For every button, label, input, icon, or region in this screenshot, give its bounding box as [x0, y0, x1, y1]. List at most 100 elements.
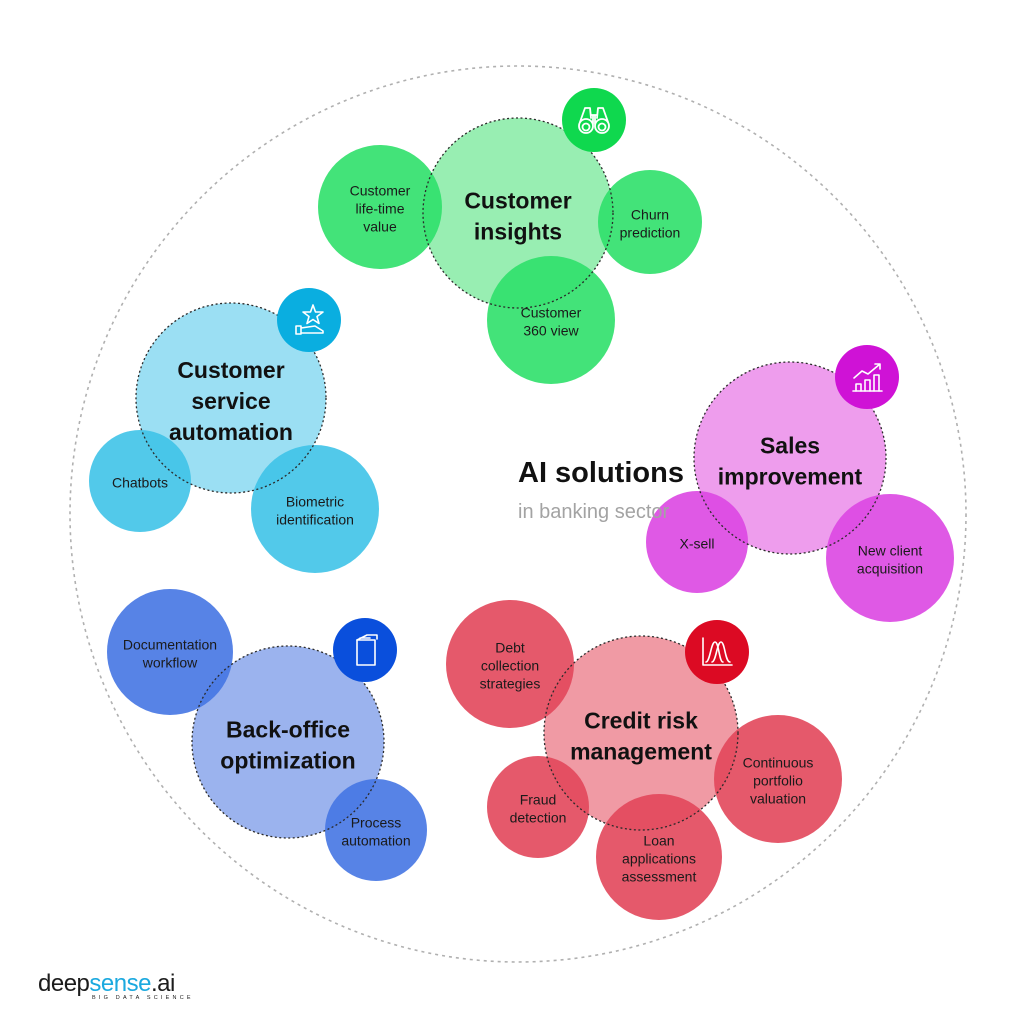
main-label-customer-service-automation-line: service [191, 388, 270, 414]
sub-label-line: Fraud [520, 791, 557, 807]
sub-label-line: Chatbots [112, 474, 168, 490]
logo-part-deep: deep [38, 970, 90, 997]
main-circle-outline [191, 645, 385, 839]
main-label-customer-insights-line: insights [474, 218, 562, 244]
sub-label-line: Debt [495, 639, 525, 655]
book-icon [356, 634, 378, 666]
center-title: AI solutions [518, 457, 684, 489]
sub-circle[interactable] [487, 256, 615, 384]
sub-circle[interactable] [598, 170, 702, 274]
cluster-sales-improvement: X-sell New client acquisition Sales improvem… [646, 345, 954, 622]
sub-label: Customer life-time value [350, 182, 411, 234]
sub-label-line: applications [622, 850, 696, 866]
sub-label-line: identification [276, 511, 354, 527]
sub-label-line: X-sell [679, 535, 714, 551]
sub-label-line: acquisition [857, 560, 923, 576]
main-label-sales-improvement-line: Sales [760, 432, 820, 458]
main-circle-outline [422, 117, 614, 309]
logo-part-sense: sense [89, 970, 151, 997]
sub-label-line: Churn [631, 206, 669, 222]
sub-label: Chatbots [112, 474, 168, 490]
sub-label: Fraud detection [510, 791, 567, 825]
main-label-customer-service-automation: Customer service automation [169, 357, 293, 445]
sub-label-line: Customer [350, 182, 411, 198]
sub-label-line: detection [510, 809, 567, 825]
main-label-customer-service-automation-line: automation [169, 419, 293, 445]
main-label-customer-service-automation-line: Customer [177, 357, 284, 383]
sub-label-line: life-time [355, 200, 404, 216]
sub-label: Process automation [341, 814, 410, 848]
sub-label-line: collection [481, 657, 539, 673]
sub-label: Biometric identification [276, 493, 354, 527]
sub-label-line: assessment [622, 868, 697, 884]
sub-circle[interactable] [325, 779, 427, 881]
main-label-credit-risk-management: Credit risk management [570, 707, 712, 764]
sub-circle[interactable] [646, 491, 748, 593]
sub-label-line: portfolio [753, 772, 803, 788]
main-circle-outline [135, 302, 327, 494]
sub-label-line: New client [858, 542, 923, 558]
sub-label-line: Customer [521, 304, 582, 320]
sub-circle[interactable] [446, 600, 574, 728]
sub-label: X-sell [679, 535, 714, 551]
sub-label: Churn prediction [620, 206, 681, 240]
sub-label-line: Loan [643, 832, 674, 848]
hand-star-icon [295, 304, 324, 335]
sub-circle[interactable] [596, 794, 722, 920]
sub-label-line: prediction [620, 224, 681, 240]
sub-label-line: 360 view [523, 322, 579, 338]
logo-wordmark: deepsense.ai [38, 972, 194, 996]
sub-label-line: Documentation [123, 636, 217, 652]
sub-label: Loan applications assessment [622, 832, 697, 884]
icon-badge [562, 88, 626, 152]
sub-label: Debt collection strategies [480, 639, 541, 691]
main-circle-back-office-optimization[interactable] [192, 646, 384, 838]
logo-part-ai: .ai [150, 970, 175, 997]
center-subtitle: in banking sector [518, 501, 670, 523]
sub-label: New client acquisition [857, 542, 923, 576]
main-label-back-office-optimization-line: Back-office [226, 716, 350, 742]
main-label-credit-risk-management-line: management [570, 738, 712, 764]
main-circle-sales-improvement[interactable] [694, 362, 886, 554]
sub-label-line: Process [351, 814, 402, 830]
main-label-customer-insights-line: Customer [464, 187, 571, 213]
main-circle-credit-risk-management[interactable] [544, 636, 738, 830]
logo-tagline: BIG DATA SCIENCE [92, 995, 194, 1001]
sub-label-line: Biometric [286, 493, 344, 509]
main-circle-customer-service-automation[interactable] [136, 303, 326, 493]
main-label-back-office-optimization: Back-office optimization [220, 716, 355, 773]
deepsense-logo: deepsense.ai BIG DATA SCIENCE [38, 972, 194, 1002]
icon-badge [835, 345, 899, 409]
binoculars-icon [578, 107, 610, 134]
main-circle-outline [543, 635, 739, 831]
sub-label-line: value [363, 218, 397, 234]
sub-circle[interactable] [107, 589, 233, 715]
main-label-sales-improvement-line: improvement [718, 463, 863, 489]
sub-circle[interactable] [714, 715, 842, 843]
sub-label-line: Continuous [743, 754, 814, 770]
sub-circle[interactable] [318, 145, 442, 269]
main-label-back-office-optimization-line: optimization [220, 747, 355, 773]
icon-badge [277, 288, 341, 352]
sub-circle[interactable] [251, 445, 379, 573]
main-label-sales-improvement: Sales improvement [718, 432, 863, 489]
sub-label-line: automation [341, 832, 410, 848]
sub-circle[interactable] [89, 430, 191, 532]
main-label-credit-risk-management-line: Credit risk [584, 707, 698, 733]
sub-label-line: strategies [480, 675, 541, 691]
growth-chart-icon [852, 363, 883, 392]
sub-label: Customer 360 view [521, 304, 582, 338]
main-label-customer-insights: Customer insights [464, 187, 571, 244]
sub-circle[interactable] [487, 756, 589, 858]
distribution-curve-icon [702, 637, 733, 666]
sub-circle[interactable] [826, 494, 954, 622]
